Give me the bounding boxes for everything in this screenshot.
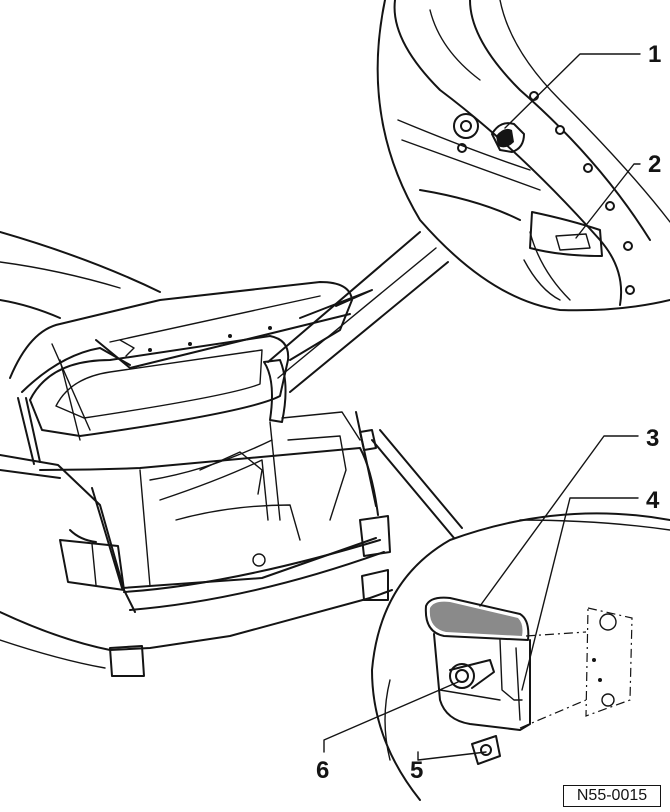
callout-2: 2 <box>648 151 661 178</box>
reference-code-label: N55-0015 <box>563 785 661 807</box>
open-trunk-lid <box>9 281 353 441</box>
callout-3: 3 <box>646 425 659 452</box>
callout-leaders <box>323 53 641 761</box>
car-rear-body <box>0 231 393 677</box>
detail-circle-lid-lock <box>267 0 670 393</box>
callout-6: 6 <box>316 757 329 784</box>
callout-1: 1 <box>648 41 661 68</box>
detail-circle-lock-unit <box>371 429 670 801</box>
callout-5: 5 <box>410 757 423 784</box>
callout-4: 4 <box>646 487 660 514</box>
